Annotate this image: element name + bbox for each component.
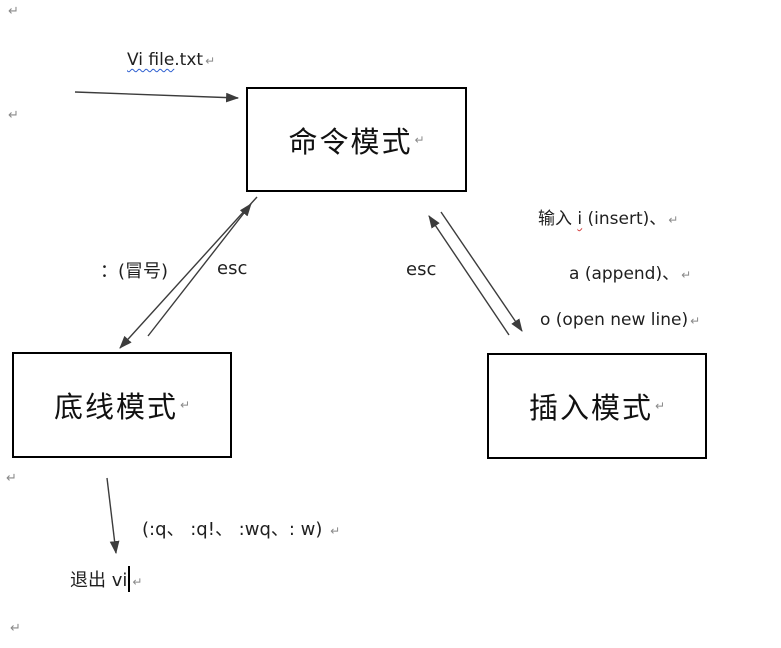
insert-mode-box[interactable]: 插入模式 ↵ bbox=[487, 353, 707, 459]
command-mode-label: 命令模式 bbox=[288, 124, 413, 159]
paragraph-mark-icon: ↵ bbox=[690, 314, 701, 328]
insert-keys-line1-post: (insert)、 bbox=[582, 209, 667, 229]
insert-mode-label: 插入模式 bbox=[528, 391, 653, 425]
insert-keys-line3-text: o (open new line) bbox=[540, 310, 689, 330]
paragraph-mark-icon: ↵ bbox=[414, 132, 425, 147]
esc-label-right: esc bbox=[406, 259, 436, 280]
insert-keys-line1-pre: 输入 bbox=[538, 209, 578, 229]
bottomline-mode-label: 底线模式 bbox=[53, 390, 178, 424]
paragraph-mark-icon: ↵ bbox=[6, 471, 17, 486]
paragraph-mark-icon: ↵ bbox=[8, 108, 19, 123]
insert-keys-line3: o (open new line)↵ bbox=[540, 310, 700, 330]
arrow-command-to-insert[interactable] bbox=[440, 211, 523, 332]
paragraph-mark-icon: ↵ bbox=[668, 213, 679, 227]
paragraph-mark-icon: ↵ bbox=[132, 575, 143, 589]
arrow-bottomline-to-command[interactable] bbox=[147, 203, 252, 337]
bottomline-mode-box[interactable]: 底线模式 ↵ bbox=[12, 352, 232, 458]
arrow-insert-to-command[interactable] bbox=[428, 215, 510, 336]
text-cursor bbox=[128, 566, 131, 592]
command-mode-box[interactable]: 命令模式 ↵ bbox=[246, 87, 467, 192]
exit-vi-text: 退出 vi bbox=[70, 570, 128, 591]
colon-label: ：(冒号) bbox=[100, 257, 168, 283]
open-file-text-misspelled: Vi file bbox=[127, 50, 175, 70]
paragraph-mark-icon: ↵ bbox=[654, 399, 666, 413]
paragraph-mark-icon: ↵ bbox=[179, 398, 191, 412]
quit-keys-text: (:q、 :q!、 :wq、: w) bbox=[142, 519, 323, 540]
insert-keys-line2-text: a (append)、 bbox=[569, 264, 680, 284]
open-file-label: Vi file.txt↵ bbox=[127, 50, 215, 70]
insert-keys-line1: 输入 i (insert)、↵ bbox=[538, 204, 678, 229]
paragraph-mark-icon: ↵ bbox=[8, 4, 19, 19]
insert-keys-line2: a (append)、↵ bbox=[569, 259, 691, 284]
insert-keys-line1-misspelled: i bbox=[577, 209, 583, 229]
esc-left-text: esc bbox=[217, 258, 248, 279]
paragraph-mark-icon: ↵ bbox=[330, 524, 341, 538]
exit-vi-label: 退出 vi ↵ bbox=[70, 566, 142, 592]
arrow-bottomline-to-exit[interactable] bbox=[106, 477, 120, 555]
colon-label-text: ：(冒号) bbox=[100, 261, 169, 282]
paragraph-mark-icon: ↵ bbox=[10, 621, 21, 636]
arrow-command-to-bottomline[interactable] bbox=[119, 196, 258, 349]
quit-keys-label: (:q、 :q!、 :wq、: w) ↵ bbox=[142, 515, 340, 541]
esc-right-text: esc bbox=[406, 259, 437, 280]
open-file-text-post: .txt bbox=[174, 50, 204, 70]
arrow-open-file-to-command[interactable] bbox=[74, 91, 240, 103]
paragraph-mark-icon: ↵ bbox=[681, 268, 692, 282]
paragraph-mark-icon: ↵ bbox=[205, 54, 216, 68]
esc-label-left: esc bbox=[217, 258, 247, 279]
